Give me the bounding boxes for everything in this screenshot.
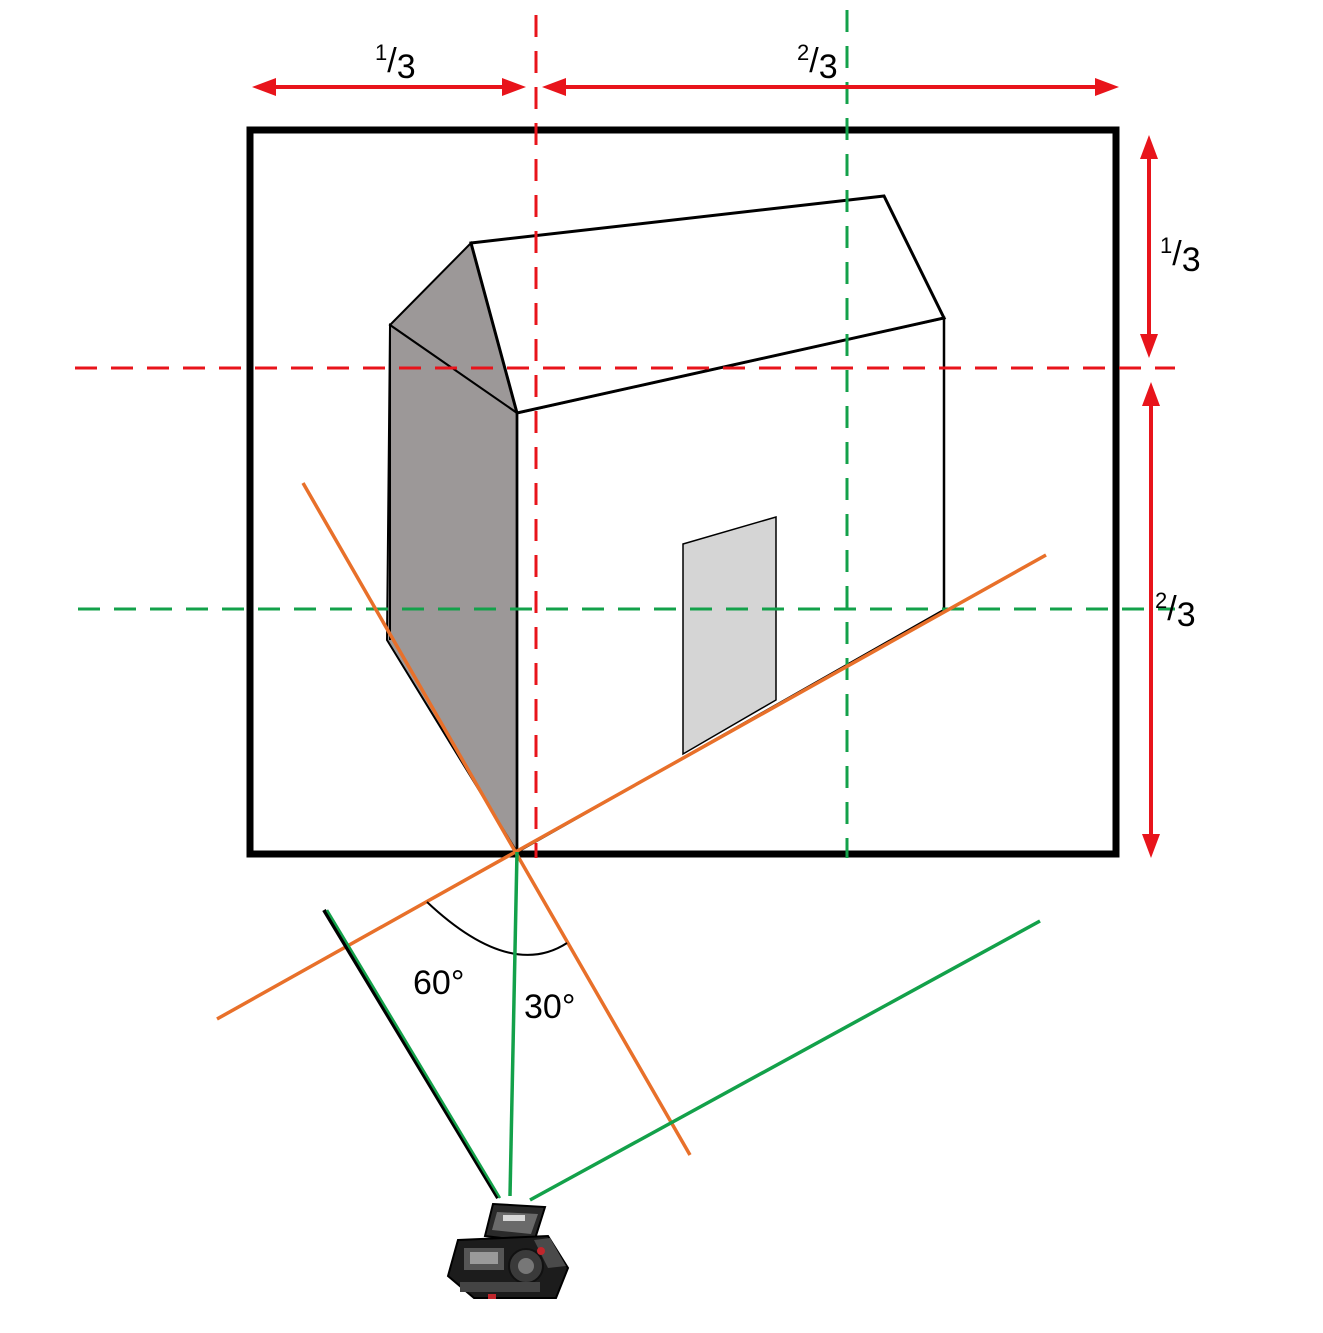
right-two-thirds-arrow xyxy=(1142,382,1160,858)
right-third-label: 1/3 xyxy=(1160,233,1201,279)
camera-icon xyxy=(446,1202,570,1299)
right-third-arrow xyxy=(1140,135,1158,358)
green-right-sight-line xyxy=(529,919,1041,1202)
house-left-wall xyxy=(385,323,518,856)
top-left-third-arrow xyxy=(252,78,526,96)
green-center-sight-line xyxy=(508,851,519,1197)
green-left-sight-line xyxy=(325,909,502,1199)
top-third-label: 1/3 xyxy=(375,40,416,86)
house-roof xyxy=(469,194,947,415)
angle-30-label: 30° xyxy=(524,988,575,1026)
orange-left-perspective-line xyxy=(301,482,692,1156)
angle-60-label: 60° xyxy=(413,964,464,1002)
black-left-sight-line xyxy=(322,908,500,1200)
top-two-thirds-label: 2/3 xyxy=(797,40,838,86)
orange-right-perspective-line xyxy=(216,553,1047,1021)
picture-frame xyxy=(246,126,1120,858)
top-two-thirds-arrow xyxy=(542,78,1119,96)
house-door xyxy=(682,516,777,756)
angle-arc xyxy=(426,901,568,956)
right-two-thirds-label: 2/3 xyxy=(1155,588,1196,634)
